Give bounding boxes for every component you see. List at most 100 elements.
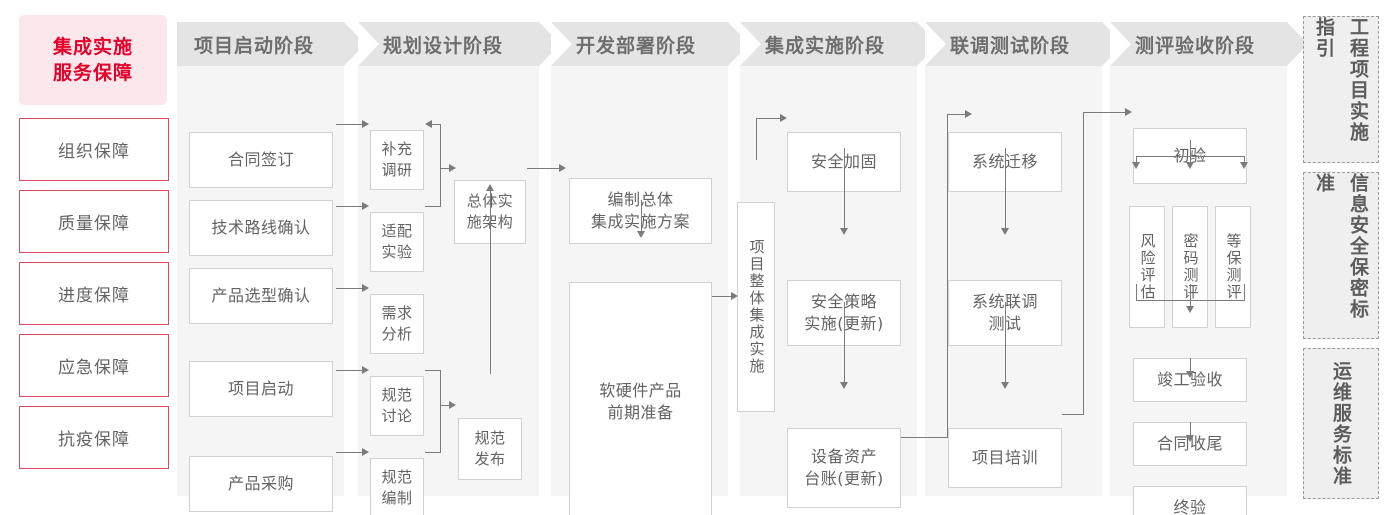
- phase-header-planning-design: 规划设计阶段: [358, 22, 560, 66]
- arrowhead-right-icon: [559, 164, 566, 172]
- connector-techroute-to-adaptation: [336, 206, 362, 207]
- connector-procurement-to-specdraft: [336, 452, 362, 453]
- left-panel-title-line1: 集成实施: [52, 36, 133, 58]
- phase-body-evaluation-acceptance: 初验 风险评估 密码测评 等保测评 竣工验收 合同收尾 终验: [1110, 66, 1287, 515]
- node-spec-discussion[interactable]: 规范 讨论: [370, 376, 424, 436]
- phase-header-label: 测评验收阶段: [1135, 34, 1256, 57]
- node-project-training[interactable]: 项目培训: [948, 428, 1062, 488]
- node-final-acceptance[interactable]: 终验: [1133, 486, 1247, 515]
- arrowhead-down-icon: [1186, 162, 1194, 169]
- connector-architecture-to-plan: [527, 168, 559, 169]
- connector-jointtest-to-training: [1005, 302, 1006, 382]
- arrowhead-right-icon: [731, 292, 738, 300]
- node-overall-project-integration[interactable]: 项目整体集成实施: [737, 202, 775, 412]
- standard-information-security-confidentiality[interactable]: 信息安全保密标准: [1303, 172, 1379, 339]
- phase-column-planning-design: 规划设计阶段 补充 调研 适配 实验 需求 分析: [358, 22, 560, 515]
- node-line1: 需求: [381, 304, 413, 322]
- node-spec-drafting[interactable]: 规范 编制: [370, 458, 424, 515]
- arrowhead-down-icon: [1186, 435, 1194, 442]
- connector-preliminary-down: [1190, 140, 1191, 156]
- connector-completion-to-closeout: [1190, 358, 1191, 371]
- node-line2: 讨论: [381, 407, 413, 425]
- connector-to-classified: [1244, 156, 1245, 162]
- connector-integration-up: [756, 118, 757, 160]
- guarantee-item-epidemic[interactable]: 抗疫保障: [19, 406, 169, 469]
- phase-header-label: 规划设计阶段: [383, 34, 504, 57]
- connector-specdiscuss-stub: [425, 370, 441, 371]
- chevron-notch-icon: [925, 22, 946, 66]
- connector-to-preliminary: [1083, 112, 1126, 113]
- node-line1: 安全策略: [810, 292, 877, 311]
- standard-ops-service[interactable]: 运维服务标准: [1303, 348, 1379, 499]
- node-line1: 系统联调: [971, 292, 1038, 311]
- node-line2: 分析: [381, 325, 413, 343]
- guarantee-item-schedule[interactable]: 进度保障: [19, 262, 169, 325]
- phase-header-joint-testing: 联调测试阶段: [925, 22, 1123, 66]
- node-contract-signing[interactable]: 合同签订: [189, 132, 333, 188]
- connector-integration-to-hardening: [756, 118, 780, 119]
- node-line2: 实验: [381, 243, 413, 261]
- connector-preparation-to-integration: [712, 296, 734, 297]
- node-line1: 规范: [474, 429, 506, 447]
- arrowhead-right-icon: [362, 202, 369, 210]
- node-spec-release[interactable]: 规范 发布: [458, 418, 522, 480]
- connector-bracket-to-architecture: [440, 168, 449, 169]
- chevron-notch-icon: [740, 22, 761, 66]
- connector-adaptation-stub: [425, 206, 441, 207]
- phase-body-project-kickoff: 合同签订 技术路线确认 产品选型确认 项目启动 产品采购: [177, 66, 344, 512]
- phase-header-project-kickoff: 项目启动阶段: [177, 22, 365, 66]
- phase-column-joint-testing: 联调测试阶段 系统迁移 系统联调 测试 项目培训: [925, 22, 1123, 496]
- node-classified-protection-evaluation[interactable]: 等保测评: [1215, 206, 1251, 328]
- node-risk-assessment[interactable]: 风险评估: [1129, 206, 1165, 328]
- arrowhead-down-icon: [1001, 228, 1009, 235]
- connector-contract-to-research: [336, 124, 362, 125]
- guarantee-item-organization[interactable]: 组织保障: [19, 118, 169, 181]
- node-completion-acceptance[interactable]: 竣工验收: [1133, 358, 1247, 402]
- arrowhead-down-icon: [840, 382, 848, 389]
- connector-plan-to-preparation: [641, 200, 642, 231]
- node-product-procurement[interactable]: 产品采购: [189, 456, 333, 512]
- chevron-notch-icon: [358, 22, 379, 66]
- node-line1: 规范: [381, 386, 413, 404]
- arrowhead-left-icon: [425, 120, 432, 128]
- connector-bracket-to-specrelease: [440, 405, 449, 406]
- node-equipment-asset-ledger[interactable]: 设备资产 台账(更新): [787, 428, 901, 508]
- arrowhead-right-icon: [449, 164, 456, 172]
- node-line1: 设备资产: [810, 447, 877, 466]
- left-panel-title-line2: 服务保障: [52, 62, 133, 84]
- phase-body-integration-implementation: 项目整体集成实施 安全加固 安全策略 实施(更新) 设备资产 台账(更新): [737, 66, 917, 508]
- arrowhead-right-icon: [1125, 108, 1132, 116]
- connector-to-crypto: [1190, 156, 1191, 162]
- node-tech-route-confirm[interactable]: 技术路线确认: [189, 200, 333, 256]
- node-line2: 集成实施方案: [591, 211, 690, 233]
- phase-header-label: 联调测试阶段: [950, 34, 1071, 57]
- node-supplementary-research[interactable]: 补充 调研: [370, 130, 424, 190]
- node-requirement-analysis[interactable]: 需求 分析: [370, 294, 424, 354]
- node-hardware-software-preparation[interactable]: 软硬件产品 前期准备: [569, 282, 712, 515]
- node-line1: 规范: [381, 468, 413, 486]
- phase-header-integration-implementation: 集成实施阶段: [740, 22, 938, 66]
- chevron-notch-icon: [551, 22, 572, 66]
- connector-ledger-up: [947, 114, 948, 438]
- node-line1: 适配: [381, 222, 413, 240]
- chevron-notch-icon: [1110, 22, 1131, 66]
- node-adaptation-experiment[interactable]: 适配 实验: [370, 212, 424, 272]
- guarantee-item-quality[interactable]: 质量保障: [19, 190, 169, 253]
- node-line1: 总体实: [466, 192, 514, 210]
- arrowhead-right-icon: [362, 284, 369, 292]
- arrowhead-down-icon: [1001, 382, 1009, 389]
- guarantee-item-emergency[interactable]: 应急保障: [19, 334, 169, 397]
- standard-engineering-project-guide[interactable]: 工程项目实施指引: [1303, 16, 1379, 163]
- phase-body-planning-design: 补充 调研 适配 实验 需求 分析 规范 讨论: [358, 66, 539, 515]
- node-line2: 实施(更新): [804, 314, 884, 333]
- arrowhead-right-icon: [362, 120, 369, 128]
- chevron-right-icon: [1287, 22, 1308, 66]
- phase-header-label: 项目启动阶段: [194, 34, 315, 57]
- node-line1: 补充: [381, 140, 413, 158]
- connector-risk-down: [1136, 284, 1137, 300]
- phase-column-evaluation-acceptance: 测评验收阶段 初验 风险评估 密码测评 等保测评 竣工验收 合同收尾 终验: [1110, 22, 1308, 515]
- node-project-kickoff[interactable]: 项目启动: [189, 361, 333, 417]
- node-product-selection-confirm[interactable]: 产品选型确认: [189, 268, 333, 324]
